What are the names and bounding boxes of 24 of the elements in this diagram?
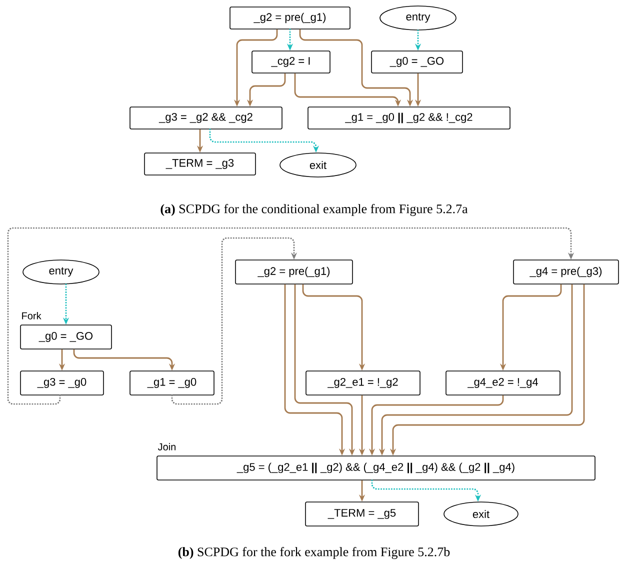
region-label: Fork	[22, 312, 42, 320]
statement-box: _g1 = _g0 || _g2 && !_cg2	[308, 106, 510, 130]
statement-box: _g0 = _GO	[371, 50, 463, 74]
region-label: Join	[158, 443, 176, 450]
statement-box: _TERM = _g5	[305, 502, 419, 526]
ellipse-node: exit	[280, 152, 356, 178]
statement-box: _g5 = (_g2_e1 || _g2) && (_g4_e2 || _g4) && (_g2 || _g4)	[156, 456, 596, 480]
statement-box: _g2_e1 = !_g2	[306, 370, 420, 396]
statement-box: _g2 = pre(_g1)	[235, 260, 353, 284]
figure-caption: (b) SCPDG for the fork example from Figure 5.2.7b	[178, 547, 450, 559]
statement-box: _g3 = _g2 && _cg2	[130, 106, 282, 130]
statement-box: _cg2 = I	[252, 50, 330, 74]
statement-box: _g4_e2 = !_g4	[446, 370, 560, 396]
statement-box: _g2 = pre(_g1)	[230, 6, 350, 30]
statement-box: _g0 = _GO	[20, 324, 112, 350]
statement-box: _g1 = _g0	[130, 370, 214, 396]
figure-caption: (a) SCPDG for the conditional example from Figure 5.2.7a	[160, 204, 468, 216]
ellipse-node: entry	[22, 260, 100, 284]
arrow	[7, 227, 574, 405]
statement-box: _g3 = _g0	[20, 370, 104, 396]
ellipse-node: exit	[444, 502, 518, 526]
statement-box: _g4 = pre(_g3)	[513, 260, 619, 284]
statement-box: _TERM = _g3	[144, 152, 256, 176]
ellipse-node: entry	[380, 6, 456, 30]
